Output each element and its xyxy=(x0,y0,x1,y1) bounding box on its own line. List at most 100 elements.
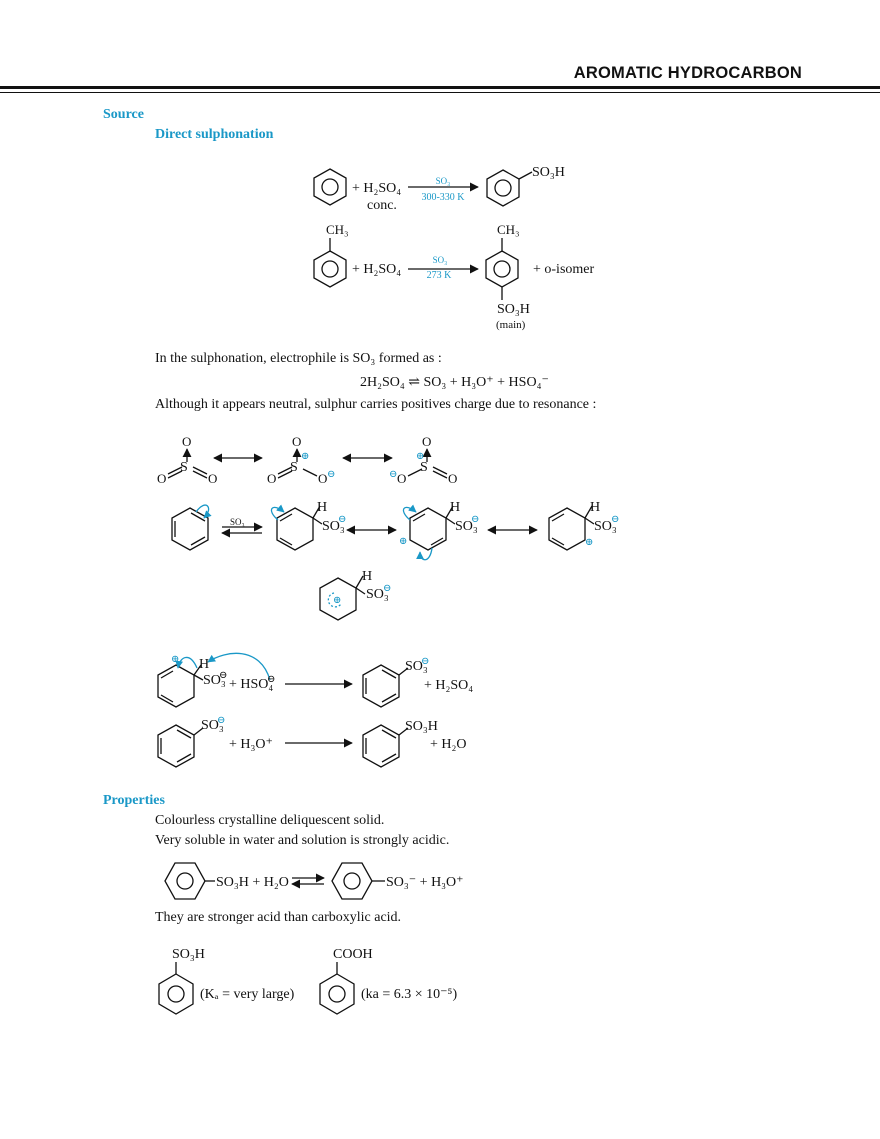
byproduct-r2: + o-isomer xyxy=(533,262,594,277)
deprot-hso4: + HSO₄ xyxy=(229,677,273,692)
curly-arrow-sigma-2b xyxy=(416,547,433,561)
so3-3-o-top: O xyxy=(422,434,431,449)
delocalized-charge-arc xyxy=(327,592,342,608)
plus-charge-mech-3: ⊕ xyxy=(585,537,593,548)
benzenesulfonate-ring xyxy=(362,664,409,708)
benzenesulfonic-acid-ring xyxy=(158,962,194,1015)
so3-3-o-left: O xyxy=(397,471,406,486)
reagent-r2: + H₂SO₄ xyxy=(352,262,401,277)
so3-2-s: S xyxy=(290,460,298,475)
plus-charge-so3-2: ⊕ xyxy=(301,451,309,462)
minus-charge-so3-2: ⊖ xyxy=(327,469,335,480)
property-stronger-acid: They are stronger acid than carboxylic a… xyxy=(155,910,402,925)
curly-arrow-sigma-1 xyxy=(270,504,285,521)
so3-structure-1 xyxy=(167,448,208,479)
so3-1-o-top: O xyxy=(182,434,191,449)
sigma-complex-3 xyxy=(548,505,595,551)
benzoic-acid-ring xyxy=(319,962,355,1015)
so3-structure-3 xyxy=(407,448,448,479)
header-rule-thick xyxy=(0,86,880,89)
so3-structure-2 xyxy=(277,448,318,479)
benzenesulfonic-ring-r1 xyxy=(486,169,533,207)
so3-2-o-top: O xyxy=(292,434,301,449)
minus-charge-product-so3: ⊖ xyxy=(421,656,429,667)
benzenesulfonic-ring-2 xyxy=(362,724,409,768)
benzenesulfonic-ring-ionization xyxy=(164,862,215,900)
minus-charge-hso4: ⊖ xyxy=(267,674,275,685)
sigma-complex-2 xyxy=(409,505,456,551)
plus-charge-deprot: ⊕ xyxy=(171,654,179,665)
product-top-r2: CH₃ xyxy=(497,222,520,237)
toluenesulfonic-ring-r2 xyxy=(485,238,519,300)
substituent-r2: CH₃ xyxy=(326,222,349,237)
so3-equilibrium: 2H₂SO₄ ⇌ SO₃ + H₃O⁺ + HSO₄⁻ xyxy=(360,375,549,390)
so3-1-o-left: O xyxy=(157,471,166,486)
so3-2-o-left: O xyxy=(267,471,276,486)
plus-charge-so3-3: ⊕ xyxy=(416,451,424,462)
mech-h-2: H xyxy=(450,500,460,515)
mech-so3-reagent: SO₃ xyxy=(230,517,245,527)
resonance-text: Although it appears neutral, sulphur car… xyxy=(155,397,597,412)
product-note-r2: (main) xyxy=(496,319,526,331)
so3-3-o-right: O xyxy=(448,471,457,486)
reagent-note-r1: conc. xyxy=(367,198,397,213)
minus-charge-mech-3: ⊖ xyxy=(611,514,619,525)
arrow-top-r1: SO₃ xyxy=(436,176,451,186)
arrow-bottom-r2: 273 K xyxy=(427,270,453,281)
sigma-complex-1 xyxy=(276,505,323,551)
mech-h-3: H xyxy=(590,500,600,515)
header-rule-thin xyxy=(0,92,880,93)
benzenesulfonate-ring-ionization xyxy=(331,862,385,900)
arrow-bottom-r1: 300-330 K xyxy=(421,192,465,203)
heading-direct-sulphonation: Direct sulphonation xyxy=(155,127,274,142)
carboxylic-group: COOH xyxy=(333,947,373,962)
deprot-h2so4: + H₂SO₄ xyxy=(424,678,473,693)
page-header-title: AROMATIC HYDROCARBON xyxy=(573,64,802,82)
sigma-complex-hybrid xyxy=(319,575,366,621)
plus-charge-hybrid: ⊕ xyxy=(333,595,341,606)
prot-h2o: + H₂O xyxy=(430,737,467,752)
toluene-ring-r2 xyxy=(313,238,347,288)
minus-charge-so3-3: ⊖ xyxy=(389,469,397,480)
minus-charge-mech-2: ⊖ xyxy=(471,514,479,525)
deprot-h: H xyxy=(199,657,209,672)
benzene-kekule-mech xyxy=(171,507,209,551)
sigma-complex-deprotonation xyxy=(157,664,204,708)
mech-h-hybrid: H xyxy=(362,569,372,584)
product-group-r1: SO₃H xyxy=(532,165,565,180)
curly-arrow-sigma-2a xyxy=(402,504,417,521)
plus-charge-mech-2: ⊕ xyxy=(399,536,407,547)
ionization-left: SO₃H + H₂O xyxy=(216,875,289,890)
so3-3-s: S xyxy=(420,460,428,475)
minus-charge-deprot-so3: ⊖ xyxy=(219,670,227,681)
arrow-top-r2: SO₃ xyxy=(433,255,448,265)
curly-arrow-ch-bond xyxy=(175,656,198,669)
mech-so3-3: SO₃ xyxy=(594,519,617,534)
so3-1-s: S xyxy=(180,460,188,475)
deprot-product-so3: SO₃ xyxy=(405,659,428,674)
property-soluble: Very soluble in water and solution is st… xyxy=(155,833,450,848)
ionization-right: SO₃⁻ + H₃O⁺ xyxy=(386,875,464,890)
charge-signs: ⊕ ⊖ ⊕ ⊖ ⊖ ⊖ ⊕ ⊖ ⊕ ⊖ ⊕ ⊕ ⊖ ⊖ ⊖ ⊖ xyxy=(171,451,619,726)
so3-1-o-right: O xyxy=(208,471,217,486)
curly-arrow-hso4 xyxy=(207,652,271,681)
minus-charge-mech-1: ⊖ xyxy=(338,514,346,525)
benzenesulfonate-ring-2 xyxy=(157,724,204,768)
prot-product-so3h: SO₃H xyxy=(405,719,438,734)
mech-so3-hybrid: SO₃ xyxy=(366,587,389,602)
product-bottom-r2: SO₃H xyxy=(497,302,530,317)
mech-so3-2: SO₃ xyxy=(455,519,478,534)
sulfonic-group: SO₃H xyxy=(172,947,205,962)
heading-properties: Properties xyxy=(103,793,165,808)
minus-charge-prot-so3: ⊖ xyxy=(217,715,225,726)
carboxylic-ka: (ka = 6.3 × 10⁻⁵) xyxy=(361,987,457,1002)
mech-so3-1: SO₃ xyxy=(322,519,345,534)
so3-2-o-right: O xyxy=(318,471,327,486)
benzene-ring-r1 xyxy=(313,168,347,206)
prot-so3: SO₃ xyxy=(201,718,224,733)
prot-h3o: + H₃O⁺ xyxy=(229,737,273,752)
property-colourless: Colourless crystalline deliquescent soli… xyxy=(155,813,385,828)
sulfonic-ka: (Kₐ = very large) xyxy=(200,987,295,1002)
